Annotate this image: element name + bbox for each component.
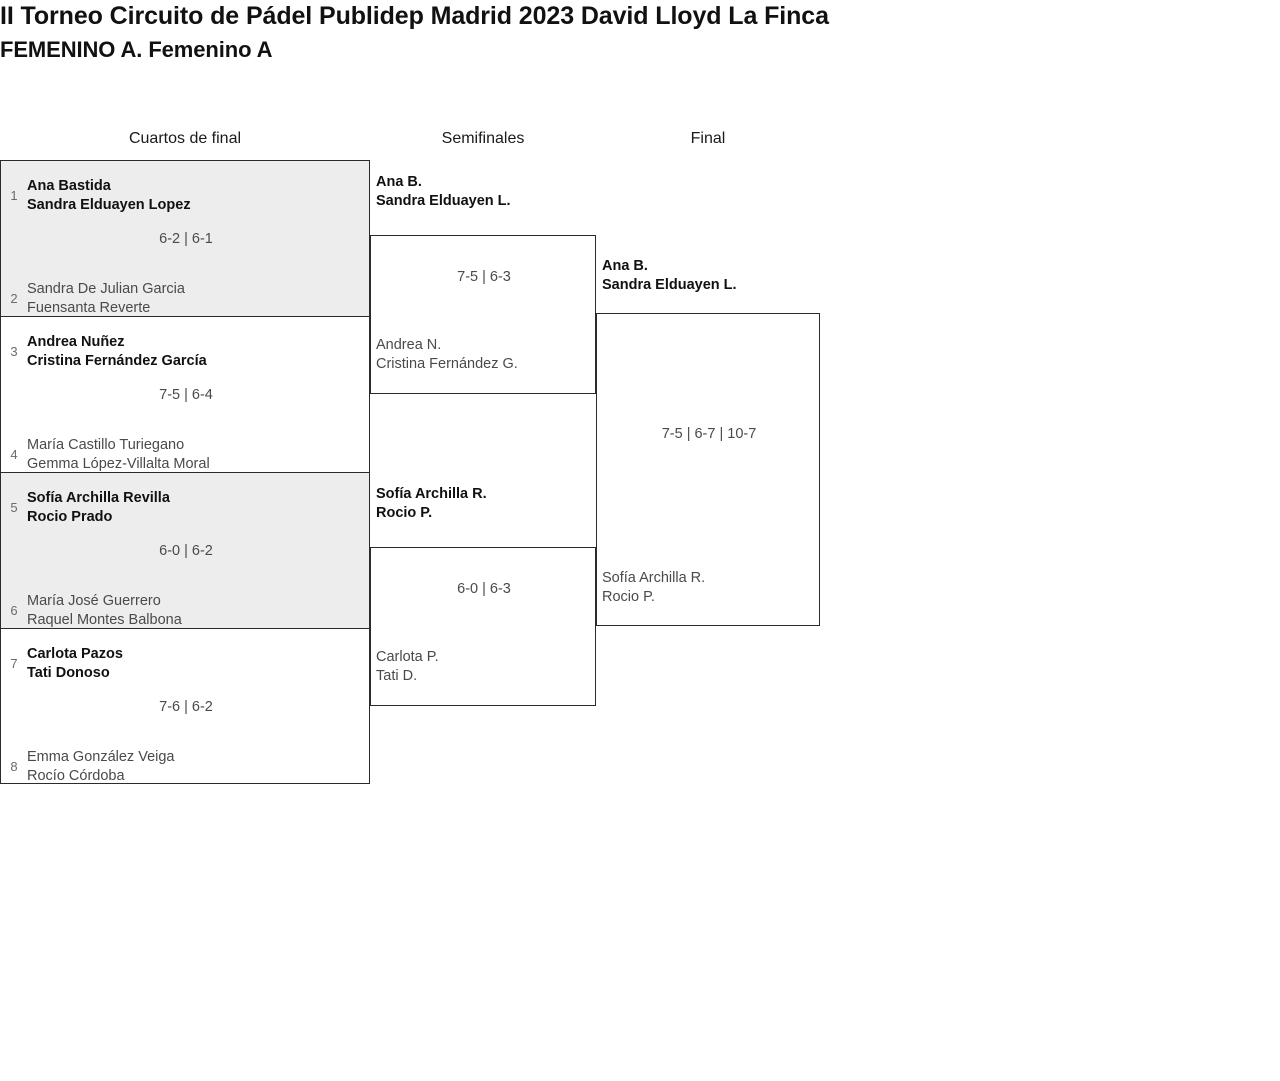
player-name: Raquel Montes Balbona: [27, 611, 182, 628]
quarterfinal-match-4[interactable]: 7 Carlota Pazos Tati Donoso 7-6 | 6-2 8 …: [0, 628, 370, 784]
final-match[interactable]: 7-5 | 6-7 | 10-7: [596, 313, 820, 626]
player-name: Emma González Veiga: [27, 749, 175, 765]
player-name: Rocio P.: [602, 588, 655, 605]
match-score: 6-0 | 6-3: [457, 581, 511, 597]
match-row-winner[interactable]: 1 Ana Bastida Sandra Elduayen Lopez: [1, 169, 371, 214]
team-players: Sofía Archilla Revilla Rocio Prado: [27, 481, 170, 526]
player-name: Ana Bastida: [27, 178, 111, 194]
player-name: María José Guerrero: [27, 593, 161, 609]
semifinal-1-loser[interactable]: Andrea N. Cristina Fernández G.: [376, 336, 596, 373]
match-row-loser[interactable]: 2 Sandra De Julian Garcia Fuensanta Reve…: [1, 272, 371, 317]
player-name: Ana B.: [376, 174, 422, 190]
player-name: Fuensanta Reverte: [27, 299, 151, 316]
match-score: 6-0 | 6-2: [159, 543, 213, 559]
final-winner[interactable]: Ana B. Sandra Elduayen L.: [602, 257, 822, 294]
player-name: Rocio P.: [376, 504, 433, 521]
match-row-winner[interactable]: 3 Andrea Nuñez Cristina Fernández García: [1, 325, 371, 370]
player-name: Carlota Pazos: [27, 646, 123, 662]
player-name: Rocio Prado: [27, 508, 113, 525]
seed-number: 5: [10, 500, 18, 515]
player-name: Gemma López-Villalta Moral: [27, 455, 210, 472]
semifinal-match-2[interactable]: 6-0 | 6-3: [370, 547, 596, 706]
tournament-title: II Torneo Circuito de Pádel Publidep Mad…: [0, 2, 829, 30]
round-header-semifinals: Semifinales: [441, 130, 525, 147]
player-name: Sofía Archilla R.: [602, 570, 706, 586]
seed-number: 7: [10, 656, 18, 671]
seed-number: 4: [10, 447, 18, 462]
seed-number: 6: [10, 603, 18, 618]
quarterfinal-match-1[interactable]: 1 Ana Bastida Sandra Elduayen Lopez 6-2 …: [0, 160, 370, 316]
semifinal-2-winner[interactable]: Sofía Archilla R. Rocio P.: [376, 485, 596, 522]
player-name: Carlota P.: [376, 649, 439, 665]
player-name: Sofía Archilla Revilla: [27, 490, 170, 506]
team-players: Andrea Nuñez Cristina Fernández García: [27, 325, 207, 370]
round-header-final: Final: [690, 130, 726, 147]
match-score: 7-5 | 6-4: [159, 387, 213, 403]
match-row-loser[interactable]: 8 Emma González Veiga Rocío Córdoba: [1, 740, 371, 785]
round-header-quarterfinals: Cuartos de final: [128, 130, 242, 147]
team-players: María Castillo Turiegano Gemma López-Vil…: [27, 428, 210, 473]
player-name: Sandra Elduayen Lopez: [27, 196, 191, 213]
player-name: Sandra Elduayen L.: [602, 276, 737, 293]
player-name: Sandra De Julian Garcia: [27, 281, 185, 297]
final-loser[interactable]: Sofía Archilla R. Rocio P.: [602, 569, 822, 606]
match-row-loser[interactable]: 4 María Castillo Turiegano Gemma López-V…: [1, 428, 371, 473]
match-score: 6-2 | 6-1: [159, 231, 213, 247]
player-name: Tati Donoso: [27, 664, 110, 681]
semifinal-1-winner[interactable]: Ana B. Sandra Elduayen L.: [376, 173, 596, 210]
quarterfinal-match-2[interactable]: 3 Andrea Nuñez Cristina Fernández García…: [0, 316, 370, 472]
semifinal-match-1[interactable]: 7-5 | 6-3: [370, 235, 596, 394]
player-name: Tati D.: [376, 667, 418, 684]
match-row-winner[interactable]: 5 Sofía Archilla Revilla Rocio Prado: [1, 481, 371, 526]
team-players: Emma González Veiga Rocío Córdoba: [27, 740, 175, 785]
match-score: 7-5 | 6-7 | 10-7: [661, 426, 757, 442]
player-name: Ana B.: [602, 258, 648, 274]
team-players: Ana Bastida Sandra Elduayen Lopez: [27, 169, 191, 214]
tournament-heading: II Torneo Circuito de Pádel Publidep Mad…: [0, 0, 860, 66]
seed-number: 3: [10, 344, 18, 359]
match-row-winner[interactable]: 7 Carlota Pazos Tati Donoso: [1, 637, 371, 682]
player-name: Cristina Fernández García: [27, 352, 207, 369]
player-name: Sofía Archilla R.: [376, 486, 487, 502]
tournament-category: FEMENINO A. Femenino A: [0, 37, 273, 62]
quarterfinal-match-3[interactable]: 5 Sofía Archilla Revilla Rocio Prado 6-0…: [0, 472, 370, 628]
player-name: Andrea Nuñez: [27, 334, 125, 350]
semifinal-2-loser[interactable]: Carlota P. Tati D.: [376, 648, 596, 685]
match-score: 7-6 | 6-2: [159, 699, 213, 715]
player-name: Cristina Fernández G.: [376, 355, 518, 372]
seed-number: 8: [10, 759, 18, 774]
match-row-loser[interactable]: 6 María José Guerrero Raquel Montes Balb…: [1, 584, 371, 629]
seed-number: 1: [10, 188, 18, 203]
team-players: Sandra De Julian Garcia Fuensanta Revert…: [27, 272, 185, 317]
player-name: Andrea N.: [376, 337, 442, 353]
player-name: María Castillo Turiegano: [27, 437, 185, 453]
team-players: Carlota Pazos Tati Donoso: [27, 637, 123, 682]
player-name: Rocío Córdoba: [27, 767, 125, 784]
player-name: Sandra Elduayen L.: [376, 192, 511, 209]
seed-number: 2: [10, 291, 18, 306]
team-players: María José Guerrero Raquel Montes Balbon…: [27, 584, 182, 629]
match-score: 7-5 | 6-3: [457, 269, 511, 285]
